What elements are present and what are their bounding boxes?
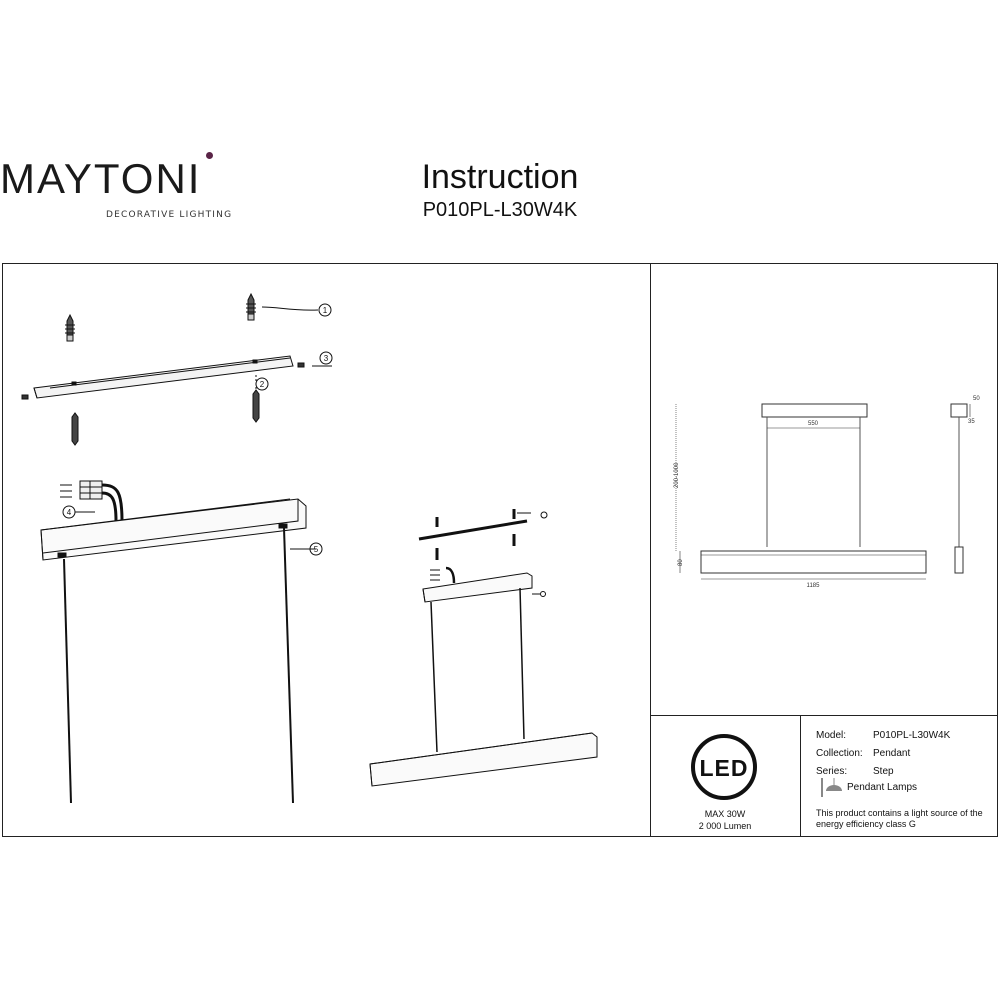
dimension-drawing: 550 1185 200-1000 80 50 35 [674,396,980,589]
screw-icon [297,362,305,368]
energy-line-1: This product contains a light source of … [816,808,983,818]
dimension-bar-width: 1185 [807,583,821,589]
dimension-bar-height: 80 [678,559,684,566]
led-badge: LED [691,734,757,800]
brand-logo: MAYTONI DECORATIVE LIGHTING [0,152,231,220]
dimension-side-depth: 35 [968,419,975,425]
lumen-output: 2 000 Lumen [698,821,752,831]
power-max: MAX 30W [704,809,746,819]
screw-icon [21,394,29,400]
frame-divider-horizontal [650,715,998,716]
frame-divider-spec [800,715,801,837]
energy-line-2: energy efficiency class G [816,819,916,829]
callout-2: 2 [260,380,265,389]
wall-anchor-icon [246,292,256,321]
brand-dot-icon [206,152,213,159]
dimension-canopy-width: 550 [808,421,819,427]
assembly-drawing: 1 3 2 4 5 [21,292,598,804]
instruction-frame [2,263,998,837]
dimension-canopy-height: 50 [973,396,980,402]
page-title: Instruction [421,158,579,196]
callout-5: 5 [314,545,319,554]
energy-class-note: This product contains a light source of … [816,808,998,830]
callout-3: 3 [324,354,329,363]
led-badge-label: LED [699,755,749,781]
frame-divider-vertical [650,263,651,837]
callout-1: 1 [323,306,328,315]
spec-series-label: Series: [816,766,848,777]
spec-type-value: Pendant Lamps [847,782,918,793]
spec-collection-label: Collection: [816,748,863,759]
spec-model-label: Model: [816,730,847,741]
callout-4: 4 [67,508,72,517]
pendant-lamp-icon [821,778,842,797]
wall-anchor-icon [65,313,75,342]
brand-tagline: DECORATIVE LIGHTING [106,210,233,220]
power-info: MAX 30W 2 000 Lumen [650,808,800,832]
spec-model-value: P010PL-L30W4K [873,730,951,741]
dimension-cable-length: 200-1000 [674,462,680,488]
brand-name: MAYTONI [0,155,202,202]
spec-collection-value: Pendant [873,748,911,759]
page-model-number: P010PL-L30W4K [422,199,578,221]
spec-series-value: Step [873,766,894,777]
